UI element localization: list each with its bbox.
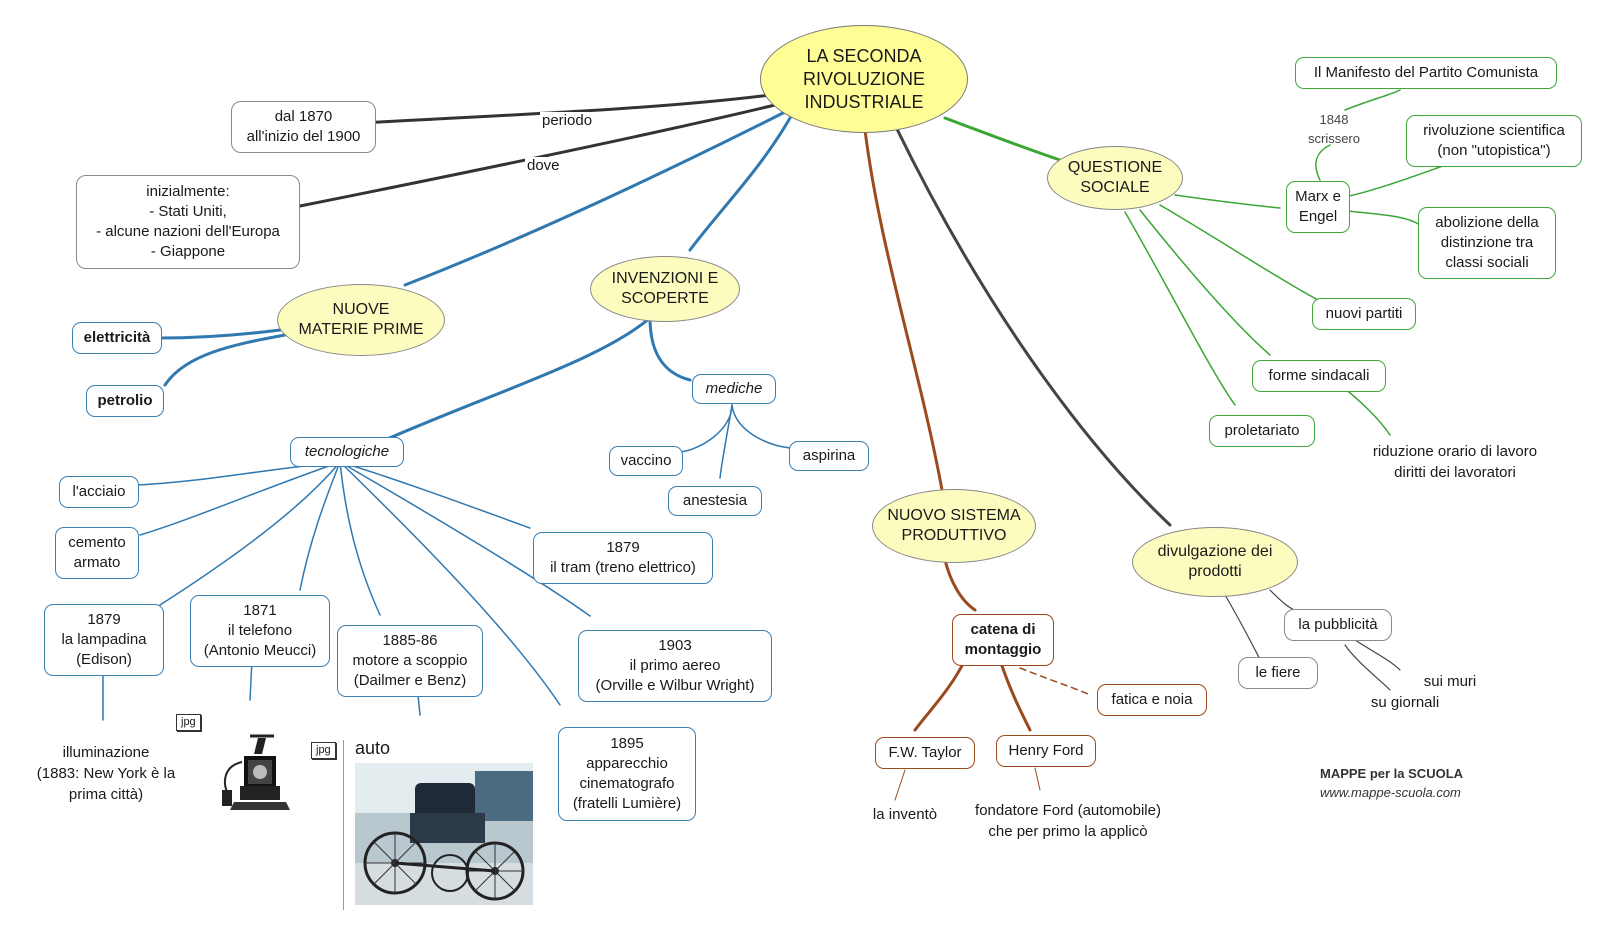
year-note: 1848 scrissero: [1307, 112, 1360, 146]
center-topic[interactable]: LA SECONDA RIVOLUZIONE INDUSTRIALE: [760, 25, 968, 133]
elettricita-node[interactable]: elettricità: [72, 322, 162, 354]
sistema-produttivo-topic[interactable]: NUOVO SISTEMA PRODUTTIVO: [872, 489, 1036, 563]
footer-url[interactable]: www.mappe-scuola.com: [1320, 785, 1461, 800]
invenzioni-topic[interactable]: INVENZIONI E SCOPERTE: [590, 256, 740, 322]
jpg-tag-auto[interactable]: jpg: [311, 742, 336, 759]
forme-sindacali-node[interactable]: forme sindacali: [1252, 360, 1386, 392]
telephone-image[interactable]: [214, 732, 304, 816]
dove-box[interactable]: inizialmente: - Stati Uniti, - alcune na…: [76, 175, 300, 269]
footer-brand: MAPPE per la SCUOLA: [1320, 766, 1464, 781]
materie-prime-topic[interactable]: NUOVE MATERIE PRIME: [277, 284, 445, 356]
motore-node[interactable]: 1885-86 motore a scoppio (Dailmer e Benz…: [337, 625, 483, 697]
rivoluzione-scientifica-node[interactable]: rivoluzione scientifica (non "utopistica…: [1406, 115, 1582, 167]
aereo-node[interactable]: 1903 il primo aereo (Orville e Wilbur Wr…: [578, 630, 772, 702]
telefono-node[interactable]: 1871 il telefono (Antonio Meucci): [190, 595, 330, 667]
illuminazione-note: illuminazione (1883: New York è la prima…: [36, 744, 176, 803]
riduzione-note: riduzione orario di lavoro diritti dei l…: [1372, 443, 1538, 481]
petrolio-node[interactable]: petrolio: [86, 385, 164, 417]
pubblicita-node[interactable]: la pubblicità: [1284, 609, 1392, 641]
periodo-box[interactable]: dal 1870 all'inizio del 1900: [231, 101, 376, 153]
vaccino-node[interactable]: vaccino: [609, 446, 683, 476]
fatica-noia-node[interactable]: fatica e noia: [1097, 684, 1207, 716]
cinematografo-node[interactable]: 1895 apparecchio cinematografo (fratelli…: [558, 727, 696, 821]
auto-image[interactable]: [355, 763, 533, 905]
taylor-note: la inventò: [872, 806, 938, 823]
link-label-dove: dove: [525, 157, 562, 175]
jpg-tag-telefono[interactable]: jpg: [176, 714, 201, 731]
catena-montaggio-node[interactable]: catena di montaggio: [952, 614, 1054, 666]
giornali-note: su giornali: [1370, 694, 1440, 711]
marx-engel-node[interactable]: Marx e Engel: [1286, 181, 1350, 233]
lampadina-node[interactable]: 1879 la lampadina (Edison): [44, 604, 164, 676]
cemento-armato-node[interactable]: cemento armato: [55, 527, 139, 579]
taylor-node[interactable]: F.W. Taylor: [875, 737, 975, 769]
questione-sociale-topic[interactable]: QUESTIONE SOCIALE: [1047, 146, 1183, 210]
aspirina-node[interactable]: aspirina: [789, 441, 869, 471]
auto-label: auto: [355, 738, 391, 758]
auto-divider: [343, 740, 344, 910]
fiere-node[interactable]: le fiere: [1238, 657, 1318, 689]
manifesto-node[interactable]: Il Manifesto del Partito Comunista: [1295, 57, 1557, 89]
ford-note: fondatore Ford (automobile) che per prim…: [975, 802, 1161, 840]
proletariato-node[interactable]: proletariato: [1209, 415, 1315, 447]
mediche-node[interactable]: mediche: [692, 374, 776, 404]
divulgazione-topic[interactable]: divulgazione dei prodotti: [1132, 527, 1298, 597]
link-label-periodo: periodo: [540, 112, 595, 130]
acciaio-node[interactable]: l'acciaio: [59, 476, 139, 508]
abolizione-node[interactable]: abolizione della distinzione tra classi …: [1418, 207, 1556, 279]
ford-node[interactable]: Henry Ford: [996, 735, 1096, 767]
tecnologiche-node[interactable]: tecnologiche: [290, 437, 404, 467]
muri-note: sui muri: [1423, 673, 1477, 690]
anestesia-node[interactable]: anestesia: [668, 486, 762, 516]
tram-node[interactable]: 1879 il tram (treno elettrico): [533, 532, 713, 584]
nuovi-partiti-node[interactable]: nuovi partiti: [1312, 298, 1416, 330]
